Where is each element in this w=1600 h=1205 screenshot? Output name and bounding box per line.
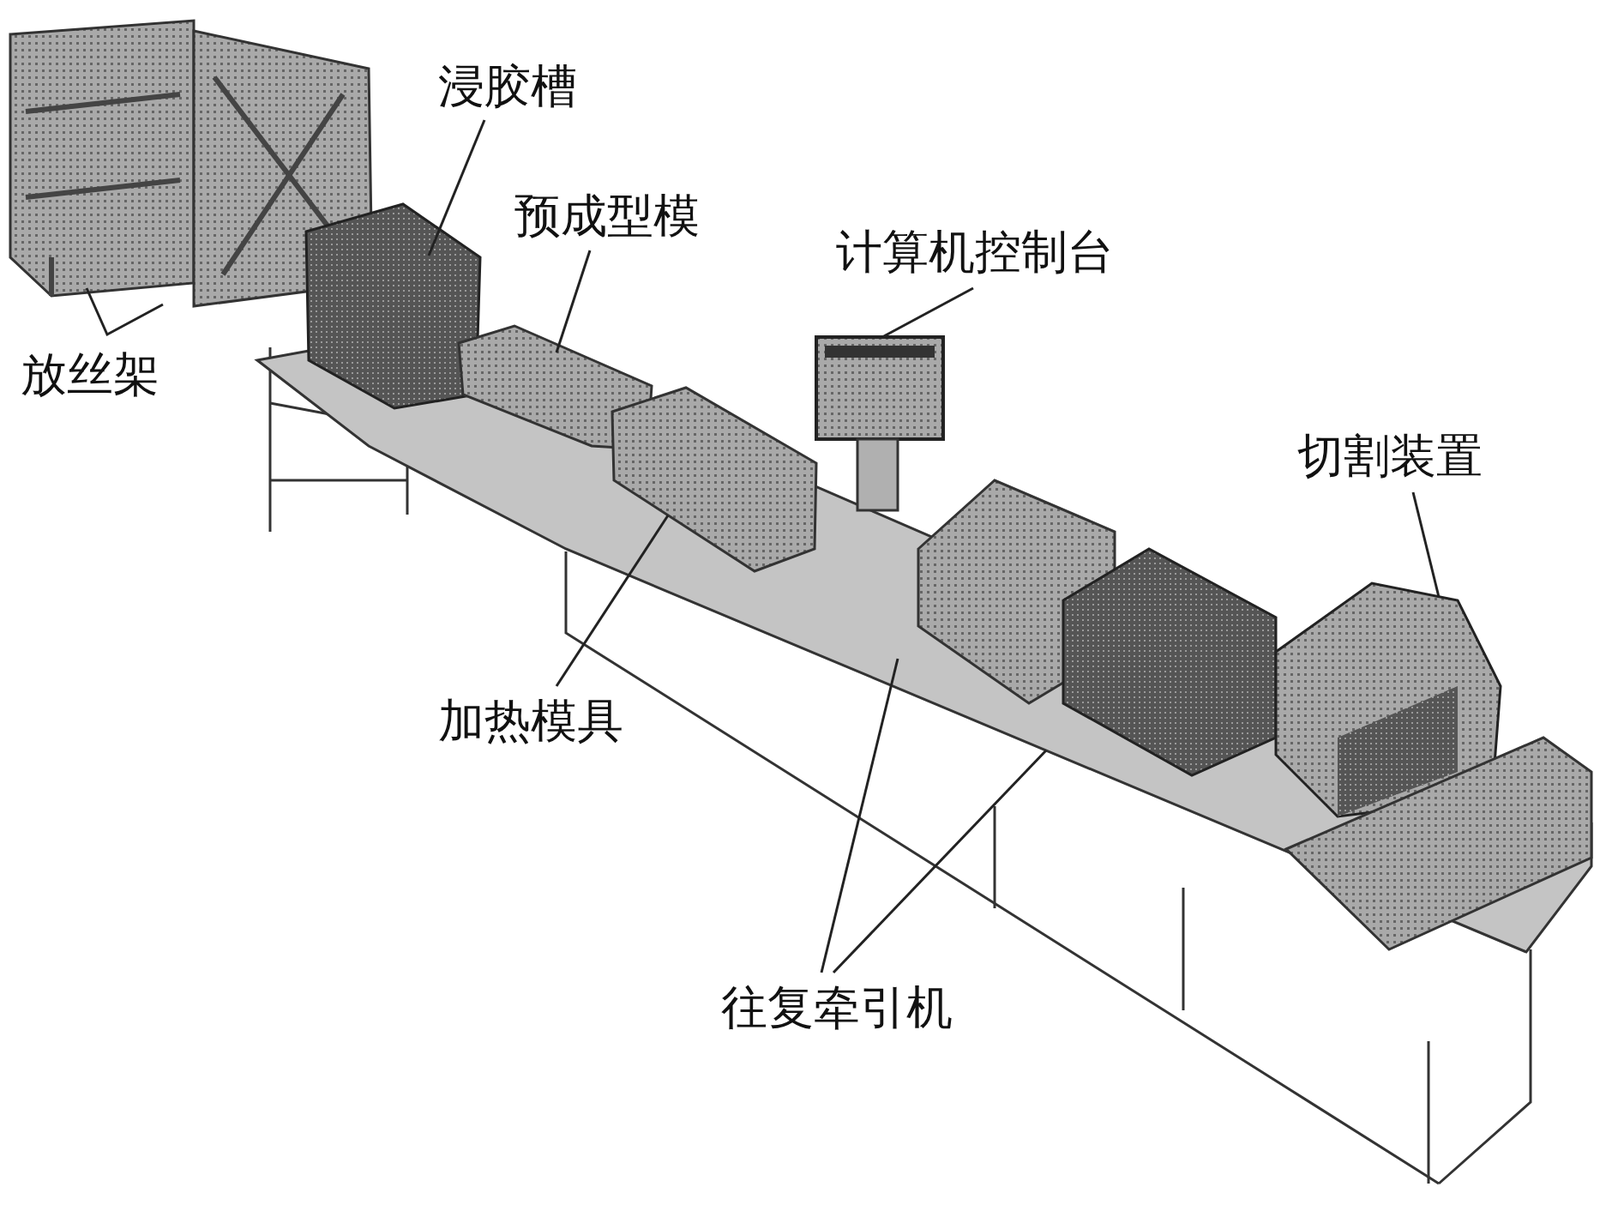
part-label: 浸胶槽	[438, 60, 578, 113]
console-stand	[857, 439, 898, 511]
leader-line	[821, 658, 898, 973]
part-label: 切割装置	[1297, 430, 1483, 482]
console-panel	[824, 345, 935, 358]
output-rollers	[1286, 737, 1592, 950]
leader-line	[882, 288, 974, 337]
part-label: 预成型模	[514, 190, 700, 242]
part-label: 计算机控制台	[836, 226, 1114, 278]
part-label: 加热模具	[438, 695, 624, 747]
creel-bar	[48, 257, 55, 296]
frame-leg	[269, 347, 272, 532]
leader-lines	[86, 120, 1439, 973]
creel-bars	[25, 77, 352, 296]
frame-leg	[993, 806, 997, 909]
leader-line	[1413, 492, 1439, 597]
bracket	[86, 288, 163, 335]
leader-line	[556, 250, 590, 353]
frame-leg	[1438, 949, 1531, 1184]
leader-line	[833, 750, 1047, 973]
machine-bed	[257, 325, 1592, 952]
part-label: 放丝架	[20, 348, 160, 401]
frame-leg	[1182, 887, 1185, 1011]
part-label: 往复牵引机	[721, 981, 953, 1034]
leader-line	[428, 120, 485, 256]
puller-2	[1063, 548, 1276, 776]
frame-rail	[270, 479, 408, 482]
frame-leg	[1427, 1040, 1431, 1184]
leader-line	[556, 515, 668, 686]
creel-bar	[25, 94, 181, 112]
heating-die	[612, 387, 817, 572]
control-console	[816, 336, 944, 440]
creel-left	[10, 20, 194, 296]
resin-bath	[306, 204, 481, 409]
creel-bar	[25, 180, 181, 198]
